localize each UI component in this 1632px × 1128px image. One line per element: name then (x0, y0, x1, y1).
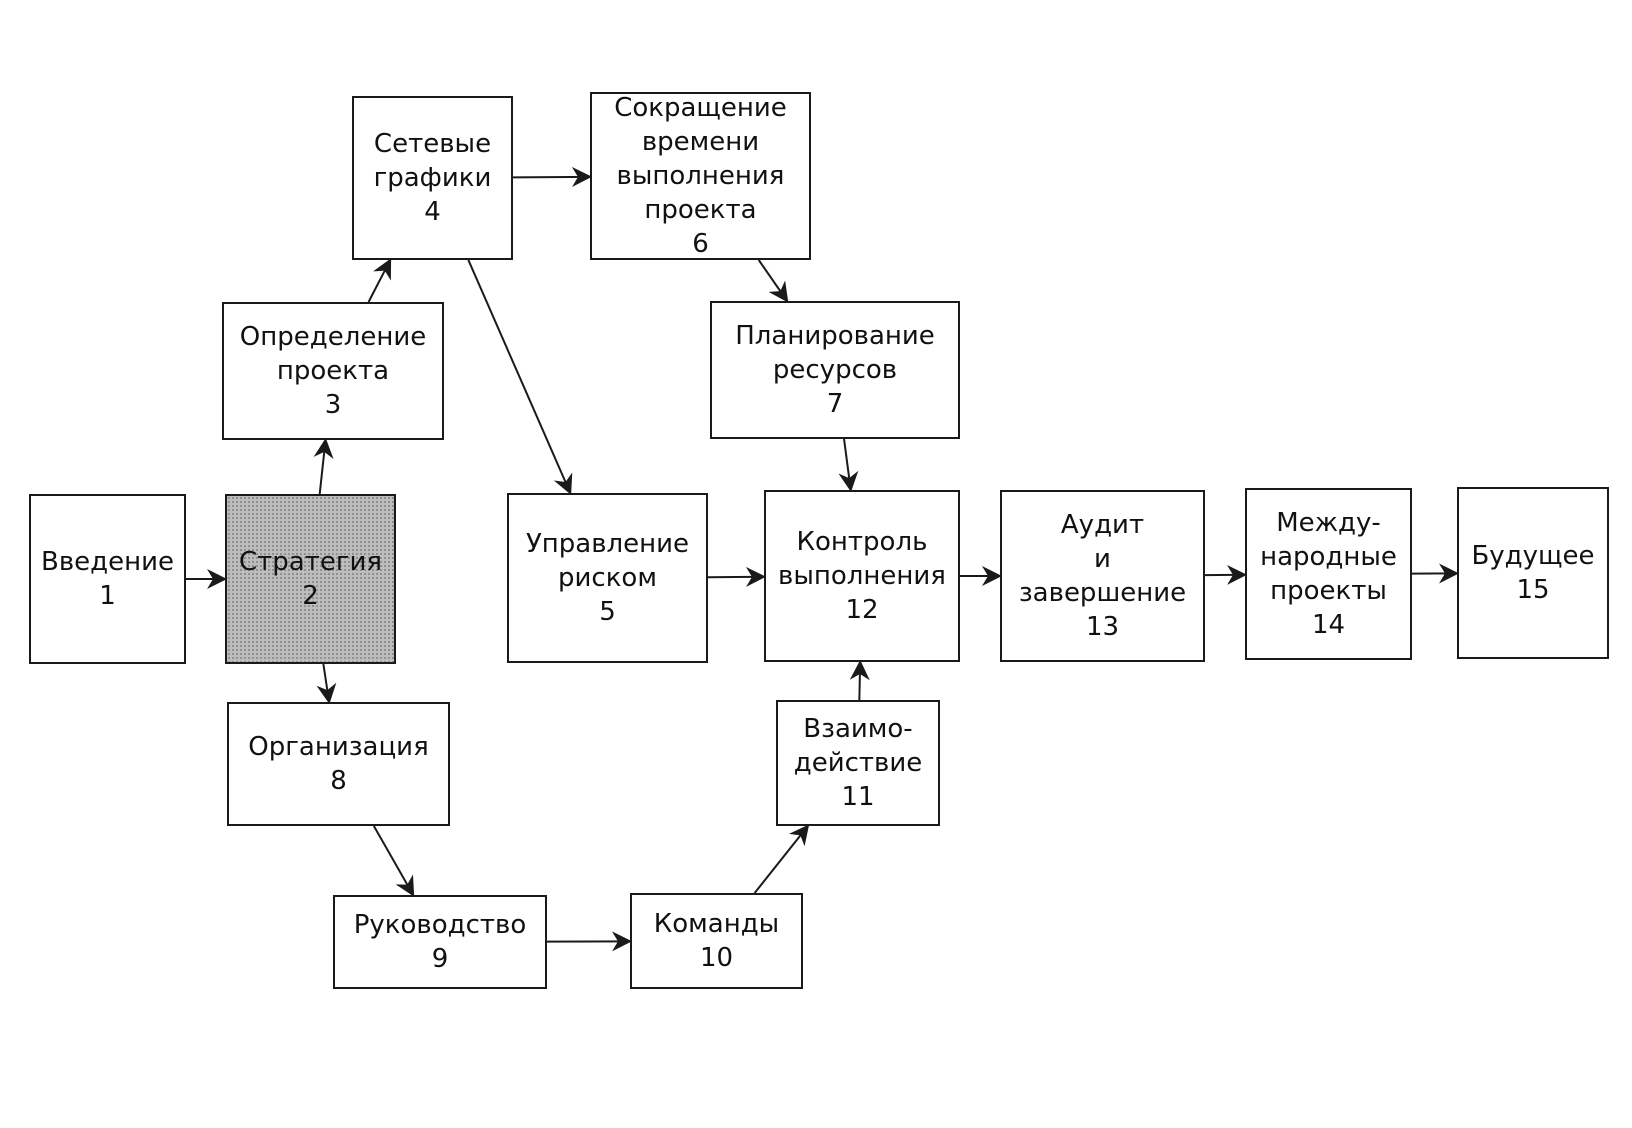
node-number: 1 (99, 581, 116, 611)
node-number: 2 (302, 581, 319, 611)
node-audit-and-completion: Аудит и завершение 13 (1000, 490, 1205, 662)
node-project-time-reduction: Сокращение времени выполнения проекта 6 (590, 92, 811, 260)
node-label: Аудит и завершение (1018, 510, 1187, 608)
node-label: Руководство (353, 910, 527, 940)
edge-n7-to-n12 (838, 438, 859, 492)
node-project-definition: Определение проекта 3 (222, 302, 444, 440)
node-organization: Организация 8 (227, 702, 450, 826)
node-number: 8 (330, 766, 347, 796)
node-label: Сокращение времени выполнения проекта (614, 93, 787, 225)
edge-n2-to-n8 (316, 663, 337, 704)
node-risk-management: Управление риском 5 (507, 493, 708, 663)
edge-n2-to-n3 (313, 438, 334, 495)
edge-n8-to-n9 (372, 825, 415, 897)
node-label: Контроль выполнения (778, 527, 946, 591)
node-label: Введение (40, 547, 175, 577)
node-number: 4 (424, 197, 441, 227)
node-teams: Команды 10 (630, 893, 803, 989)
node-label: Планирование ресурсов (735, 321, 935, 385)
node-strategy: Стратегия 2 (225, 494, 396, 664)
node-number: 6 (692, 229, 709, 259)
node-label: Сетевые графики (373, 129, 492, 193)
node-performance-control: Контроль выполнения 12 (764, 490, 960, 662)
node-international-projects: Между- народные проекты 14 (1245, 488, 1412, 660)
node-number: 15 (1516, 575, 1550, 605)
node-number: 10 (699, 943, 734, 973)
node-number: 12 (845, 595, 879, 625)
edge-n4-to-n6 (512, 166, 592, 187)
node-number: 9 (431, 944, 449, 974)
node-future: Будущее 15 (1457, 487, 1609, 659)
node-number: 11 (841, 782, 875, 812)
node-label: Взаимо- действие (793, 714, 923, 778)
node-number: 14 (1311, 610, 1346, 640)
node-number: 5 (599, 597, 616, 627)
edge-n3-to-n4 (367, 258, 392, 303)
node-label: Между- народные проекты (1260, 508, 1397, 606)
node-label: Организация (248, 732, 429, 762)
node-label: Будущее (1471, 541, 1595, 571)
node-number: 3 (324, 390, 342, 420)
node-label: Определение проекта (239, 322, 427, 386)
node-label: Команды (653, 909, 780, 939)
node-interaction: Взаимо- действие 11 (776, 700, 940, 826)
node-label: Управление риском (525, 529, 690, 593)
node-number: 7 (826, 389, 844, 419)
node-label: Стратегия (238, 547, 383, 577)
node-network-schedules: Сетевые графики 4 (352, 96, 513, 260)
node-resource-planning: Планирование ресурсов 7 (710, 301, 960, 439)
edge-n6-to-n7 (757, 259, 789, 303)
edge-n10-to-n11 (753, 824, 810, 894)
node-introduction: Введение 1 (29, 494, 186, 664)
node-number: 13 (1085, 612, 1120, 642)
edge-n11-to-n12 (849, 660, 870, 701)
node-leadership: Руководство 9 (333, 895, 547, 989)
edge-n4-to-n5 (467, 259, 573, 495)
